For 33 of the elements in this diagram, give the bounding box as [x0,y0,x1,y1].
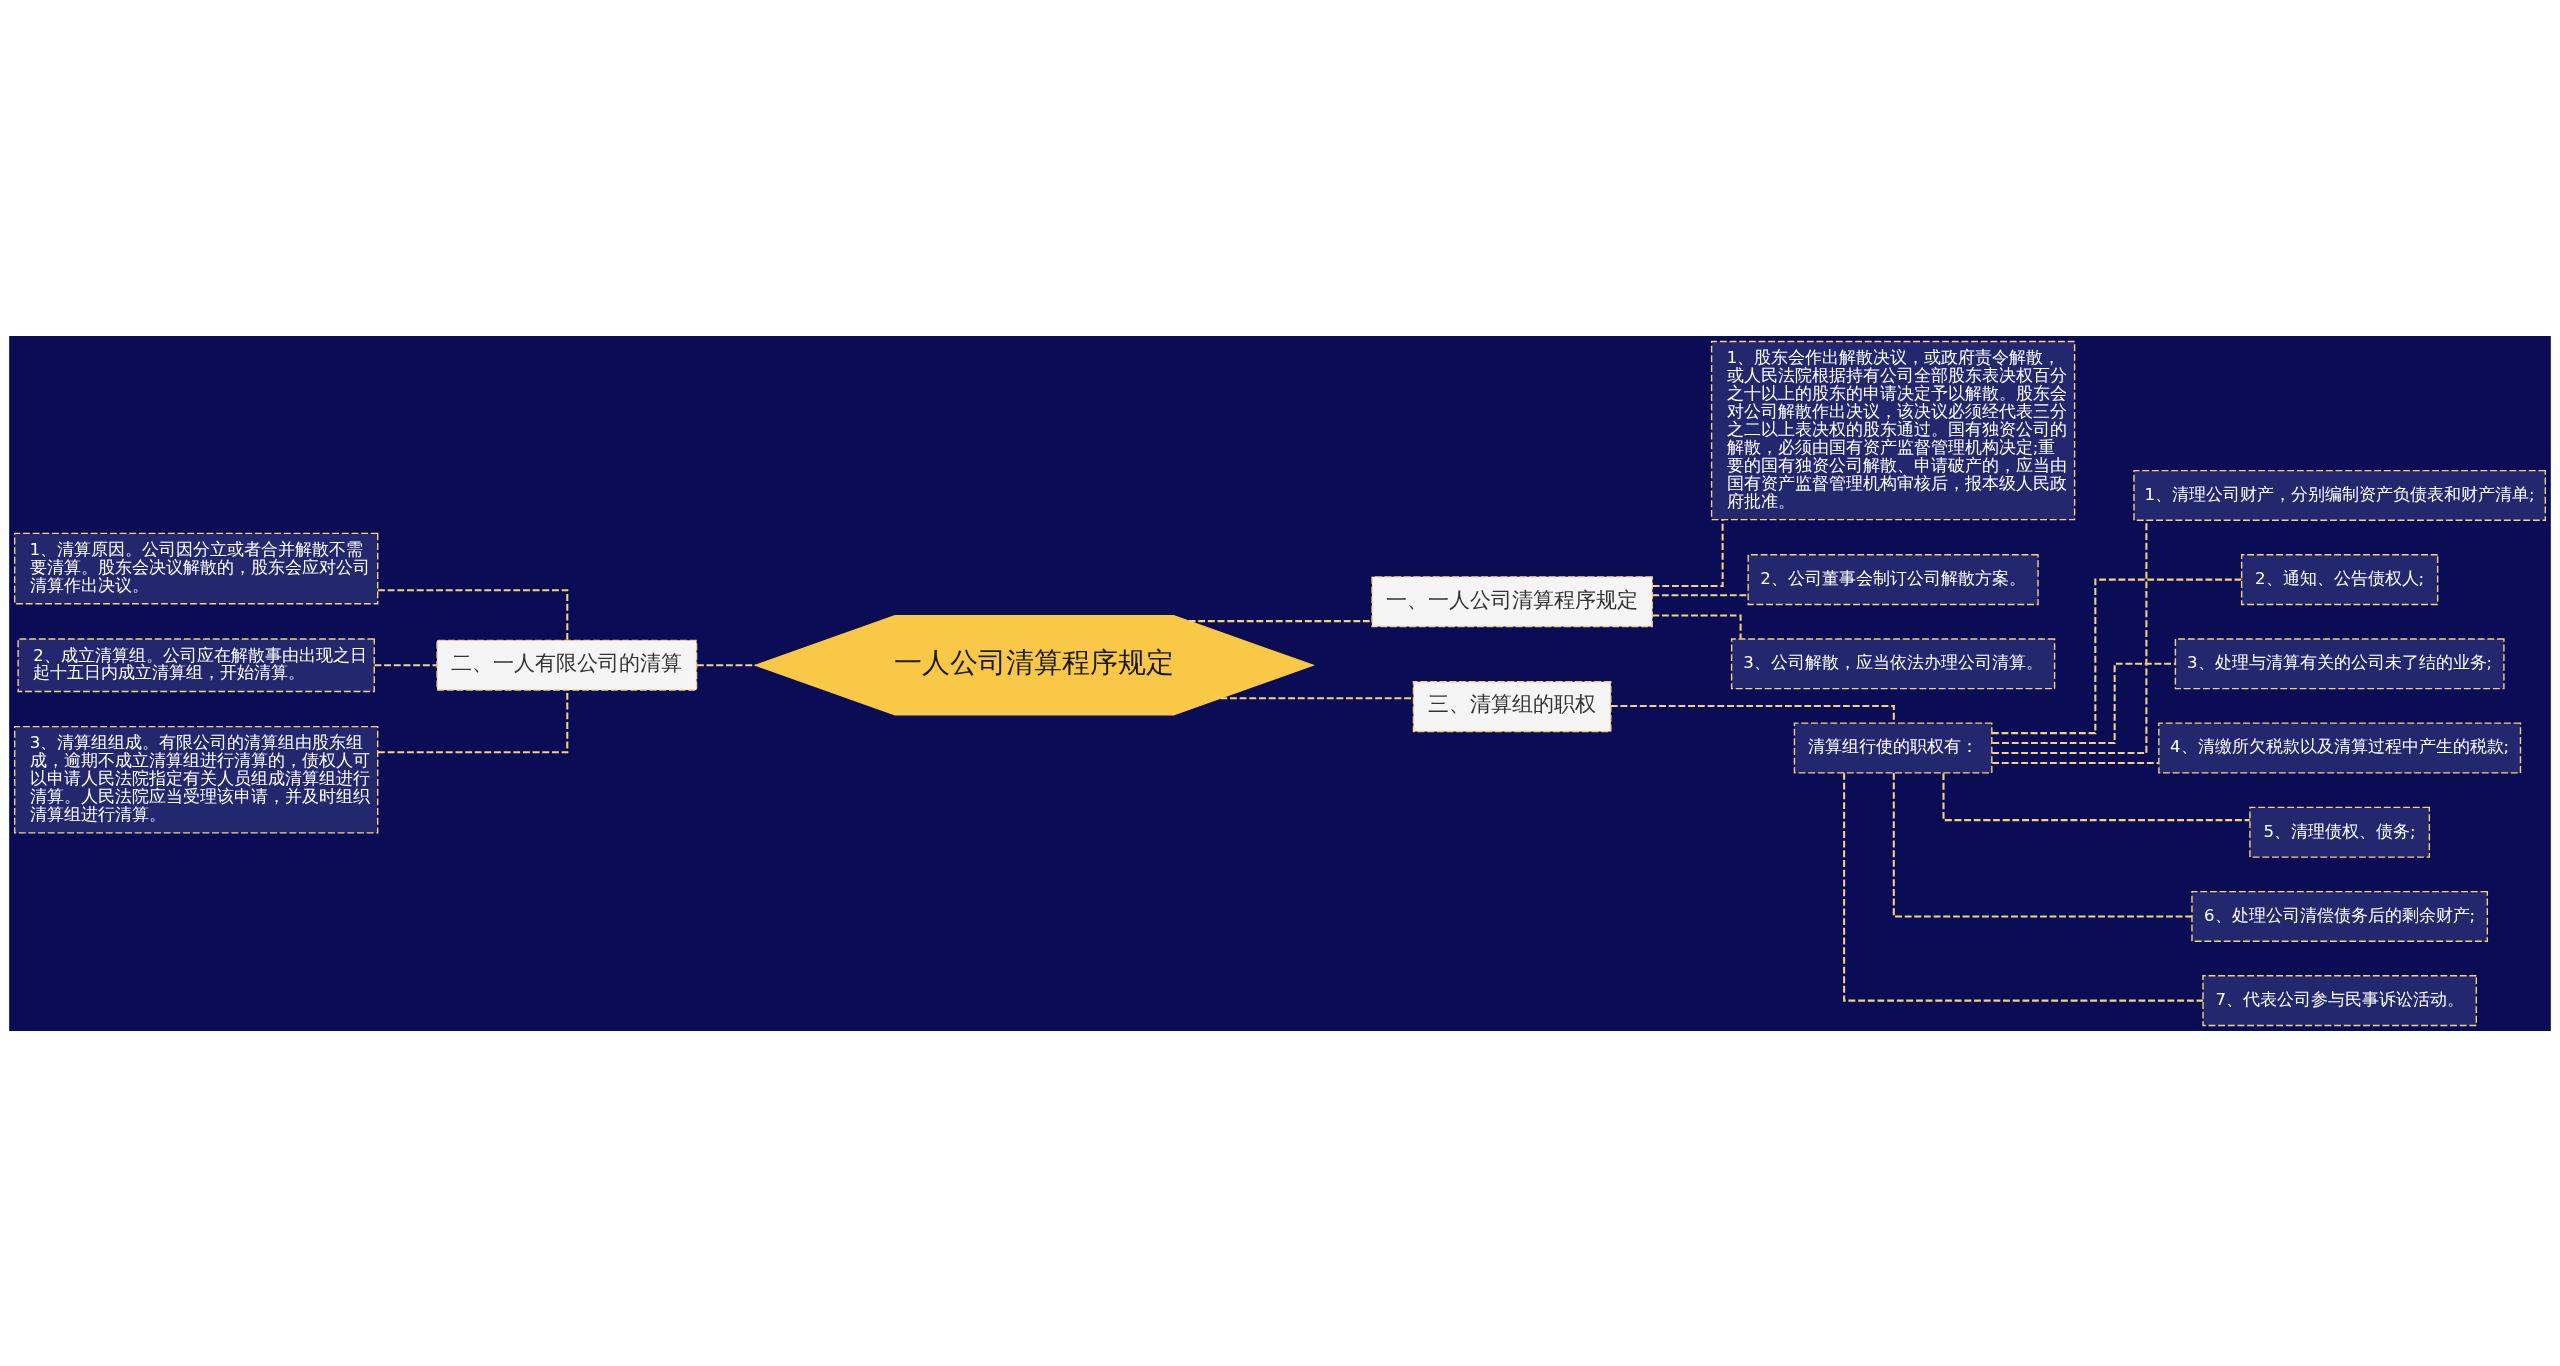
node-box: 2、通知、公告债权人; [2240,553,2439,605]
connector [697,663,756,666]
node-box: 3、处理与清算有关的公司未了结的业务; [2174,637,2505,689]
connector [1652,614,1742,639]
node-box: 清算组行使的职权有： [1793,722,1993,774]
node-box: 2、公司董事会制订公司解散方案。 [1747,553,2039,605]
connector [374,663,437,666]
node-box: 3、清算组组成。有限公司的清算组由股东组成，逾期不成立清算组进行清算的，债权人可以申请人民法院指定有关人员组成清算组进行清算。人民法院应当受理该申请，并及时组织清算组进行清算。 [14,725,379,834]
connector [1992,662,2175,744]
connector [1892,772,2192,917]
node-box: 6、处理公司清偿债务后的剩余财产; [2191,890,2489,942]
connector [1652,519,1724,587]
connector [1188,619,1372,622]
connector [1220,696,1414,699]
connector [1843,772,2203,1002]
node-box: 7、代表公司参与民事诉讼活动。 [2202,974,2477,1026]
connector [1942,772,2250,821]
node-box: 一、一人公司清算程序规定 [1371,575,1653,627]
connector [1992,761,2159,764]
connector [1992,520,2148,754]
node-box: 5、清理债权、债务; [2249,806,2431,858]
node-box: 三、清算组的职权 [1412,680,1612,732]
node-box: 4、清缴所欠税款以及清算过程中产生的税款; [2158,722,2522,774]
node-box: 1、股东会作出解散决议，或政府责令解散，或人民法院根据持有公司全部股东表决权百分之十以上的股东的申请决定予以解散。股东会对公司解散作出决议，该决议必须经代表三分之二以上表决权的股东通过。国有独资公司的解散，必须由国有资产监督管理机构决定;重要的国有独资公司解散、申请破产的，应当由国有资产监督管理机构审核后，报本级人民政府批准。 [1710,340,2076,520]
node-box: 1、清理公司财产，分别编制资产负债表和财产清单; [2133,469,2546,521]
node-box: 2、成立清算组。公司应在解散事由出现之日起十五日内成立清算组，开始清算。 [17,637,375,692]
connector [1991,578,2242,734]
connector [377,588,569,640]
node-box: 二、一人有限公司的清算 [436,639,698,691]
node-box: 3、公司解散，应当依法办理公司清算。 [1730,637,2056,689]
connector [1652,593,1749,596]
node-box: 1、清算原因。公司因分立或者合并解散不需要清算。股东会决议解散的，股东会应对公司清算作出决议。 [14,532,379,604]
connector [1610,704,1895,723]
